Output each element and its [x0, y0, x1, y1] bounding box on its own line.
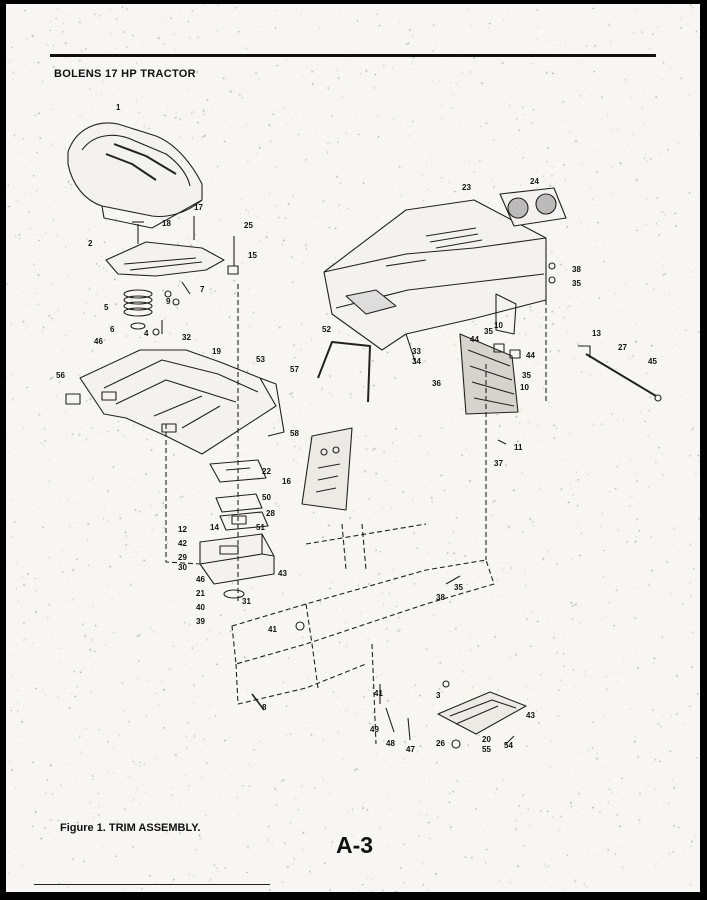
callout-36: 36 — [432, 379, 441, 388]
dash-bracket — [259, 377, 285, 437]
headlight-bezel — [499, 187, 567, 227]
callout-6: 6 — [110, 325, 115, 334]
frame-outline — [165, 284, 547, 745]
callout-57: 57 — [290, 365, 299, 374]
fender-pan — [79, 349, 277, 455]
callout-55: 55 — [482, 745, 491, 754]
callout-46: 46 — [94, 337, 103, 346]
footrest — [437, 691, 527, 735]
callout-43: 43 — [278, 569, 287, 578]
callout-19: 19 — [212, 347, 221, 356]
callout-54: 54 — [504, 741, 513, 750]
document-title: BOLENS 17 HP TRACTOR — [54, 68, 196, 80]
callout-50: 50 — [262, 493, 271, 502]
reflector — [65, 393, 81, 405]
callout-35: 35 — [572, 279, 581, 288]
callout-48: 48 — [386, 739, 395, 748]
callout-18: 18 — [162, 219, 171, 228]
callout-12: 12 — [178, 525, 187, 534]
callout-34: 34 — [412, 357, 421, 366]
callout-45: 45 — [648, 357, 657, 366]
callout-25: 25 — [244, 221, 253, 230]
hood-brace — [317, 341, 371, 403]
callout-29: 29 — [178, 553, 187, 562]
callout-58: 58 — [290, 429, 299, 438]
callout-10: 10 — [494, 321, 503, 330]
callout-23: 23 — [462, 183, 471, 192]
hood-rod — [578, 345, 662, 402]
callout-16: 16 — [282, 477, 291, 486]
callout-35: 35 — [454, 583, 463, 592]
callout-26: 26 — [436, 739, 445, 748]
callout-41: 41 — [268, 625, 277, 634]
callout-39: 39 — [196, 617, 205, 626]
callout-35: 35 — [484, 327, 493, 336]
callout-35: 35 — [522, 371, 531, 380]
callout-49: 49 — [370, 725, 379, 734]
callout-43: 43 — [526, 711, 535, 720]
seat-spring — [123, 289, 153, 330]
callout-38: 38 — [572, 265, 581, 274]
callout-7: 7 — [200, 285, 205, 294]
page: BOLENS 17 HP TRACTOR — [6, 4, 700, 892]
callout-14: 14 — [210, 523, 219, 532]
callout-3: 3 — [436, 691, 441, 700]
exploded-parts-diagram: 1234567891010111213141516171819202122232… — [56, 103, 662, 754]
callout-10: 10 — [520, 383, 529, 392]
callout-2: 2 — [88, 239, 93, 248]
callout-28: 28 — [266, 509, 275, 518]
callout-11: 11 — [514, 443, 523, 452]
callout-8: 8 — [262, 703, 267, 712]
callout-15: 15 — [248, 251, 257, 260]
callout-5: 5 — [104, 303, 109, 312]
page-number: A-3 — [336, 832, 374, 858]
grille — [459, 333, 519, 415]
seat-hardware — [132, 216, 239, 336]
callout-21: 21 — [196, 589, 205, 598]
callout-47: 47 — [406, 745, 415, 754]
callout-27: 27 — [618, 343, 627, 352]
footer-rule — [34, 884, 270, 885]
callout-22: 22 — [262, 467, 271, 476]
callout-33: 33 — [412, 347, 421, 356]
callout-9: 9 — [166, 297, 171, 306]
callout-1: 1 — [116, 103, 121, 112]
dash-plates — [209, 459, 269, 531]
callout-56: 56 — [56, 371, 65, 380]
callout-4: 4 — [144, 329, 149, 338]
callout-44: 44 — [526, 351, 535, 360]
callout-13: 13 — [592, 329, 601, 338]
callout-38: 38 — [436, 593, 445, 602]
callout-52: 52 — [322, 325, 331, 334]
callout-30: 30 — [178, 563, 187, 572]
header-rule — [50, 54, 656, 57]
callout-40: 40 — [196, 603, 205, 612]
callout-31: 31 — [242, 597, 251, 606]
callout-42: 42 — [178, 539, 187, 548]
figure-caption: Figure 1. TRIM ASSEMBLY. — [60, 822, 201, 834]
hood — [323, 199, 547, 365]
decal-panel — [301, 427, 353, 511]
callout-51: 51 — [256, 523, 265, 532]
callout-24: 24 — [530, 177, 539, 186]
callout-41: 41 — [374, 689, 383, 698]
seat — [67, 122, 203, 229]
callout-labels: 1234567891010111213141516171819202122232… — [56, 103, 657, 754]
console-box — [199, 533, 275, 599]
callout-53: 53 — [256, 355, 265, 364]
callout-17: 17 — [194, 203, 203, 212]
lower-hardware — [251, 262, 556, 749]
seat-pan — [105, 241, 225, 277]
callout-37: 37 — [494, 459, 503, 468]
callout-46: 46 — [196, 575, 205, 584]
callout-32: 32 — [182, 333, 191, 342]
callout-44: 44 — [470, 335, 479, 344]
callout-20: 20 — [482, 735, 491, 744]
